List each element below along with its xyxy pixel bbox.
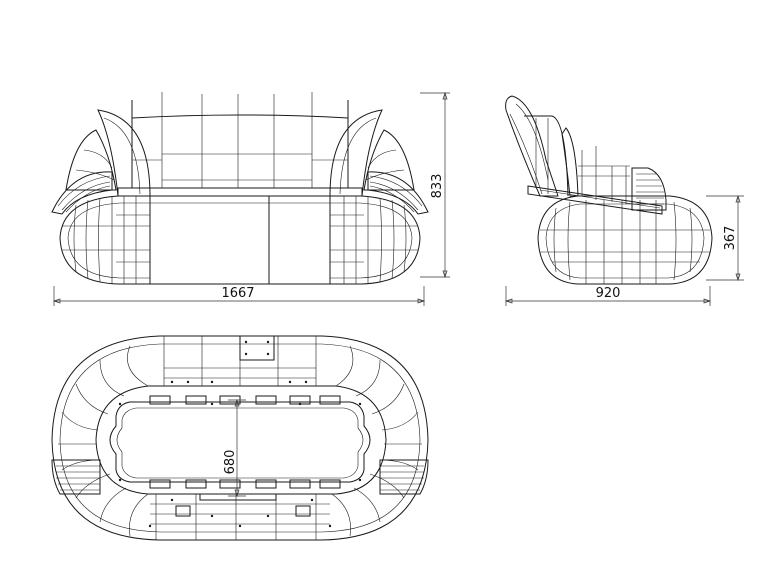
top-depth-dimension: 680 xyxy=(223,398,246,498)
side-height-label: 367 xyxy=(723,226,738,251)
top-depth-label: 680 xyxy=(223,450,238,475)
front-height-label: 833 xyxy=(430,174,445,199)
front-view xyxy=(51,92,429,285)
bolt-holes xyxy=(118,340,362,528)
front-height-dimension: 833 xyxy=(420,91,450,279)
side-view xyxy=(505,95,713,285)
side-width-label: 920 xyxy=(596,286,621,301)
front-width-dimension: 1667 xyxy=(52,286,426,306)
front-width-label: 1667 xyxy=(221,286,254,301)
top-view xyxy=(51,335,429,541)
side-height-dimension: 367 xyxy=(706,194,744,282)
side-width-dimension: 920 xyxy=(504,286,712,306)
